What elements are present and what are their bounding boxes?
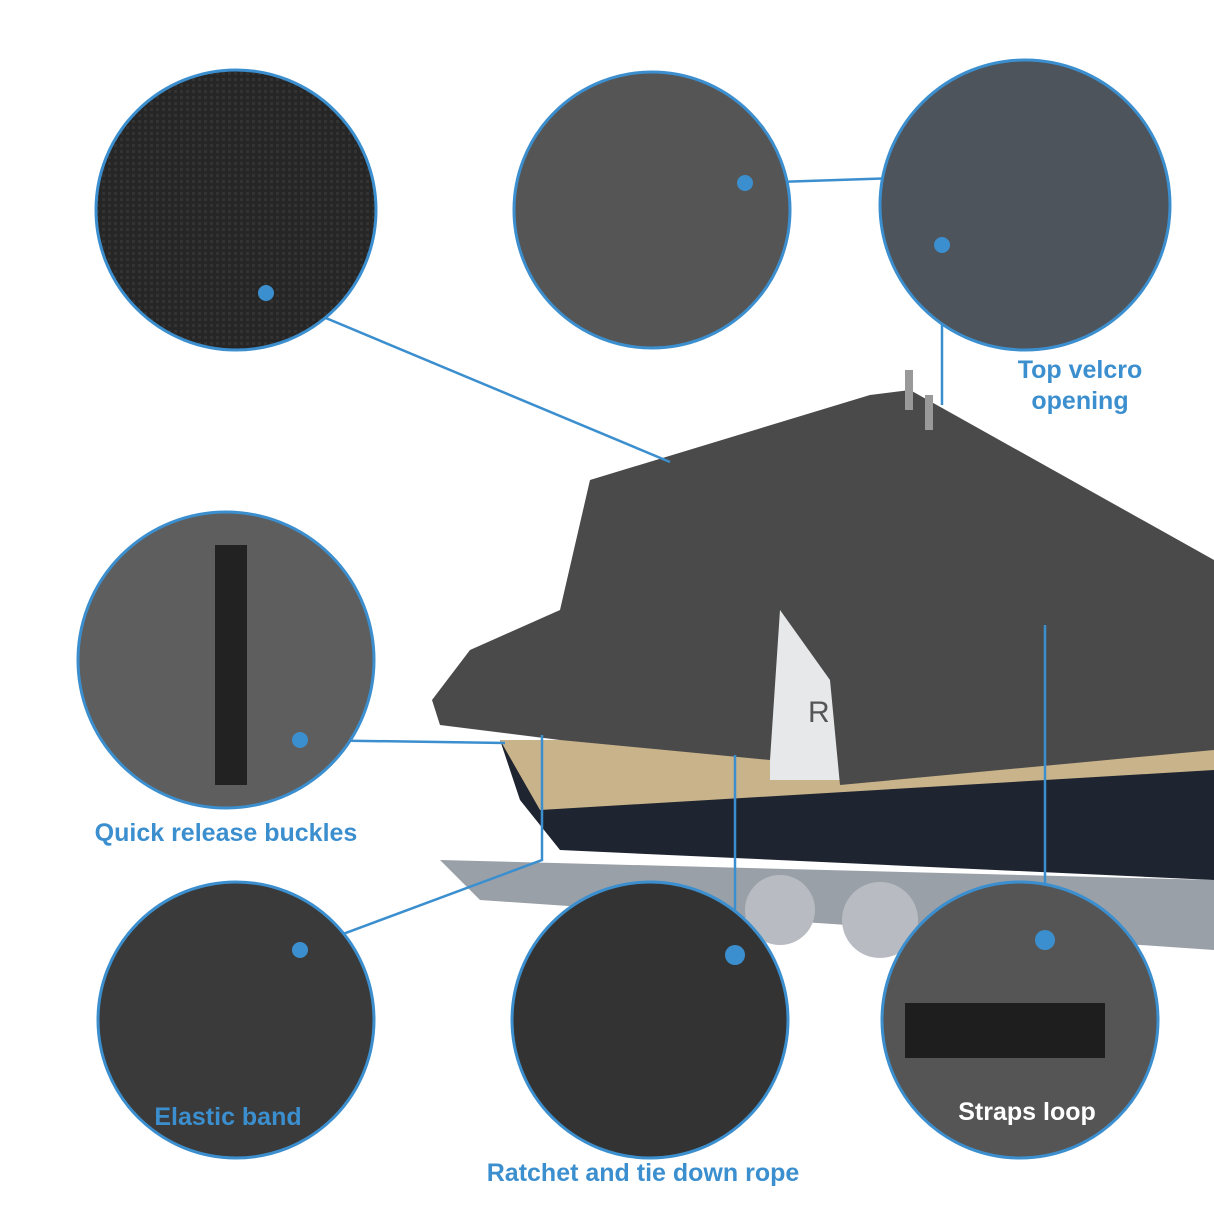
boat-cover <box>432 390 1214 785</box>
label-top-velcro-opening: Top velcro opening <box>1018 355 1143 417</box>
top-opening-closeup <box>878 58 1172 352</box>
label-straps-loop: Straps loop <box>958 1098 1096 1126</box>
label-line: Top velcro <box>1017 356 1143 384</box>
velcro-seam-closeup <box>512 70 792 350</box>
label-ratchet-rope: Ratchet and tie down rope <box>486 1159 800 1187</box>
buckle-strap <box>215 545 247 785</box>
label-line: opening <box>1031 387 1129 415</box>
hull-letter: R <box>808 696 830 729</box>
label-quick-release-buckles: Quick release buckles <box>94 819 358 847</box>
waterproof-fabric-closeup <box>94 68 378 352</box>
ratchet-closeup <box>510 880 790 1160</box>
boat-with-cover: R <box>432 370 1214 958</box>
label-elastic-band: Elastic band <box>154 1103 302 1131</box>
strap-loop <box>905 1003 1105 1058</box>
